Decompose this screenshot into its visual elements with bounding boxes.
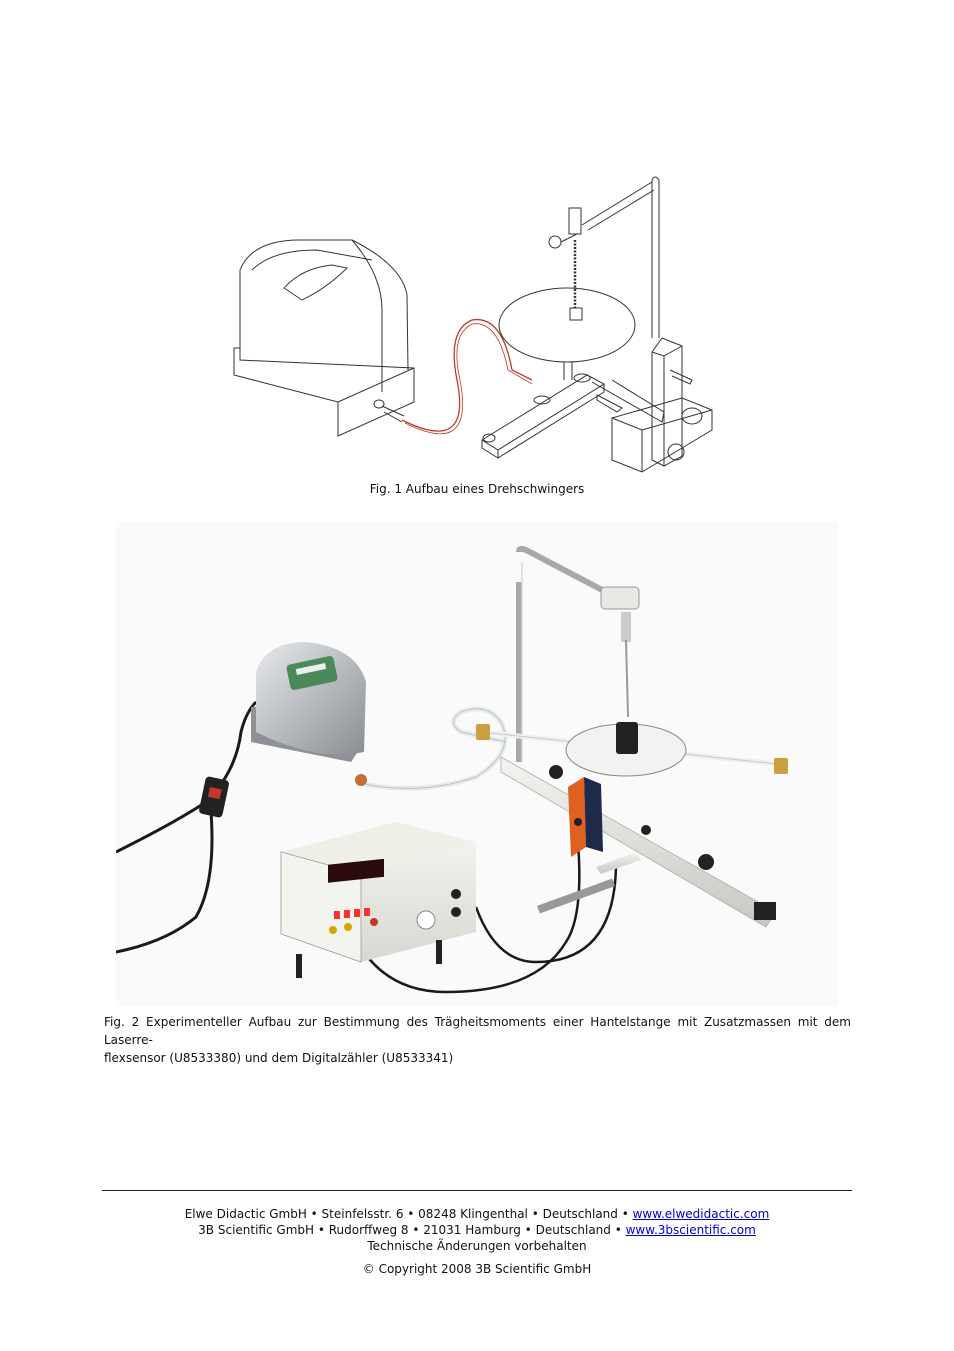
footer-line-elwe: Elwe Didactic GmbH • Steinfelsstr. 6 • 0… <box>102 1206 852 1222</box>
footer: Elwe Didactic GmbH • Steinfelsstr. 6 • 0… <box>102 1206 852 1277</box>
figure-2-caption: Fig. 2 Experimenteller Aufbau zur Bestim… <box>104 1013 851 1067</box>
footer-line-3b: 3B Scientific GmbH • Rudorffweg 8 • 2103… <box>102 1222 852 1238</box>
rotating-disc <box>498 287 636 363</box>
pump-housing <box>239 239 409 371</box>
3b-website-link[interactable]: www.3bscientific.com <box>625 1223 756 1237</box>
hose <box>401 318 533 432</box>
laser-sensor <box>568 777 603 857</box>
figure-2-caption-line-1: Fig. 2 Experimenteller Aufbau zur Bestim… <box>104 1015 851 1047</box>
figure-1-drawing <box>233 176 713 473</box>
stand-rod <box>516 545 608 762</box>
pump-base <box>233 347 415 437</box>
base-rail <box>481 374 606 451</box>
power-switch <box>199 776 229 818</box>
stand-rod <box>651 176 660 338</box>
figure-2-caption-line-2: flexsensor (U8533380) und dem Digitalzäh… <box>104 1051 454 1065</box>
figure-1-caption: Fig. 1 Aufbau eines Drehschwingers <box>369 482 585 496</box>
air-pump <box>251 642 366 762</box>
technical-changes-note: Technische Änderungen vorbehalten <box>367 1239 587 1253</box>
footer-divider <box>102 1190 852 1191</box>
3b-address: 3B Scientific GmbH • Rudorffweg 8 • 2103… <box>198 1223 626 1237</box>
elwe-address: Elwe Didactic GmbH • Steinfelsstr. 6 • 0… <box>184 1207 633 1221</box>
figure-2-photo <box>116 522 838 1006</box>
elwe-website-link[interactable]: www.elwedidactic.com <box>632 1207 770 1221</box>
digital-counter <box>280 822 476 978</box>
copyright: © Copyright 2008 3B Scientific GmbH <box>362 1262 592 1276</box>
